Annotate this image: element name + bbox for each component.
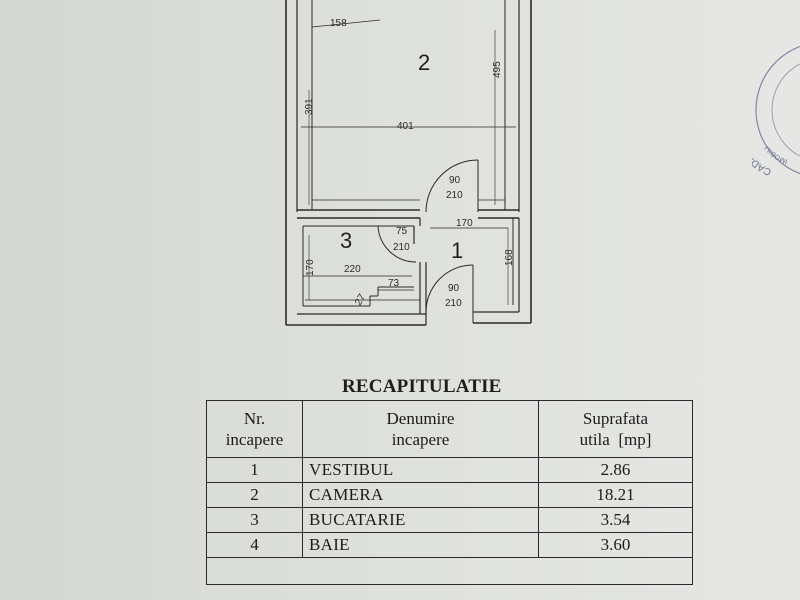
room-number-2: 2: [418, 50, 430, 75]
dim-73: 73: [388, 278, 400, 289]
dim-220: 220: [344, 264, 361, 275]
dim-158: 158: [330, 18, 347, 29]
dim-door-mid-height: 210: [393, 242, 410, 253]
row-area: 2.86: [538, 457, 693, 483]
row-nr: 2: [206, 482, 303, 508]
recap-title: RECAPITULATIE: [342, 376, 502, 397]
row-nr: 4: [206, 532, 303, 558]
row-name: BUCATARIE: [302, 507, 539, 533]
table-row: 3 BUCATARIE 3.54: [206, 507, 693, 533]
header-nr: Nr. incapere: [206, 400, 303, 458]
row-name: BAIE: [302, 532, 539, 558]
dim-door-top-height: 210: [446, 190, 463, 201]
row-nr: 1: [206, 457, 303, 483]
walls: [285, 0, 532, 326]
header-area: Suprafata utila [mp]: [538, 400, 693, 458]
dim-401: 401: [397, 121, 414, 132]
empty-cell: [206, 557, 693, 585]
header-nr-line2: incapere: [225, 430, 284, 449]
dim-495: 495: [492, 61, 503, 78]
table-row: 4 BAIE 3.60: [206, 532, 693, 558]
room-number-1: 1: [451, 238, 463, 263]
dim-door-bottom-height: 210: [445, 298, 462, 309]
header-name: Denumire incapere: [302, 400, 539, 458]
dim-168: 168: [504, 249, 515, 266]
table-row: 2 CAMERA 18.21: [206, 482, 693, 508]
header-area-line1: Suprafata: [582, 409, 649, 428]
header-nr-line1: Nr.: [243, 409, 266, 428]
header-name-line1: Denumire: [386, 409, 455, 428]
recap-table: Nr. incapere Denumire incapere Suprafata…: [206, 400, 693, 585]
table-row: 1 VESTIBUL 2.86: [206, 457, 693, 483]
dim-391: 391: [304, 98, 315, 115]
table-row-empty: [206, 557, 693, 585]
dim-170-top: 170: [456, 218, 473, 229]
row-area: 18.21: [538, 482, 693, 508]
room-number-3: 3: [340, 228, 352, 253]
row-name: CAMERA: [302, 482, 539, 508]
svg-text:IMOBILI: IMOBILI: [763, 144, 788, 165]
cadastre-stamp: CADASTRU SI IMOBILI: [752, 45, 800, 177]
row-name: VESTIBUL: [302, 457, 539, 483]
row-area: 3.60: [538, 532, 693, 558]
dim-door-bottom-width: 90: [448, 283, 460, 294]
dim-door-top-width: 90: [449, 175, 461, 186]
recap-header-row: Nr. incapere Denumire incapere Suprafata…: [206, 400, 693, 458]
dim-170-left: 170: [305, 259, 316, 276]
row-nr: 3: [206, 507, 303, 533]
row-area: 3.54: [538, 507, 693, 533]
header-name-line2: incapere: [391, 430, 450, 449]
header-area-line2: utila [mp]: [579, 430, 652, 449]
dim-27: 27: [353, 292, 368, 308]
dim-door-mid-width: 75: [396, 226, 408, 237]
